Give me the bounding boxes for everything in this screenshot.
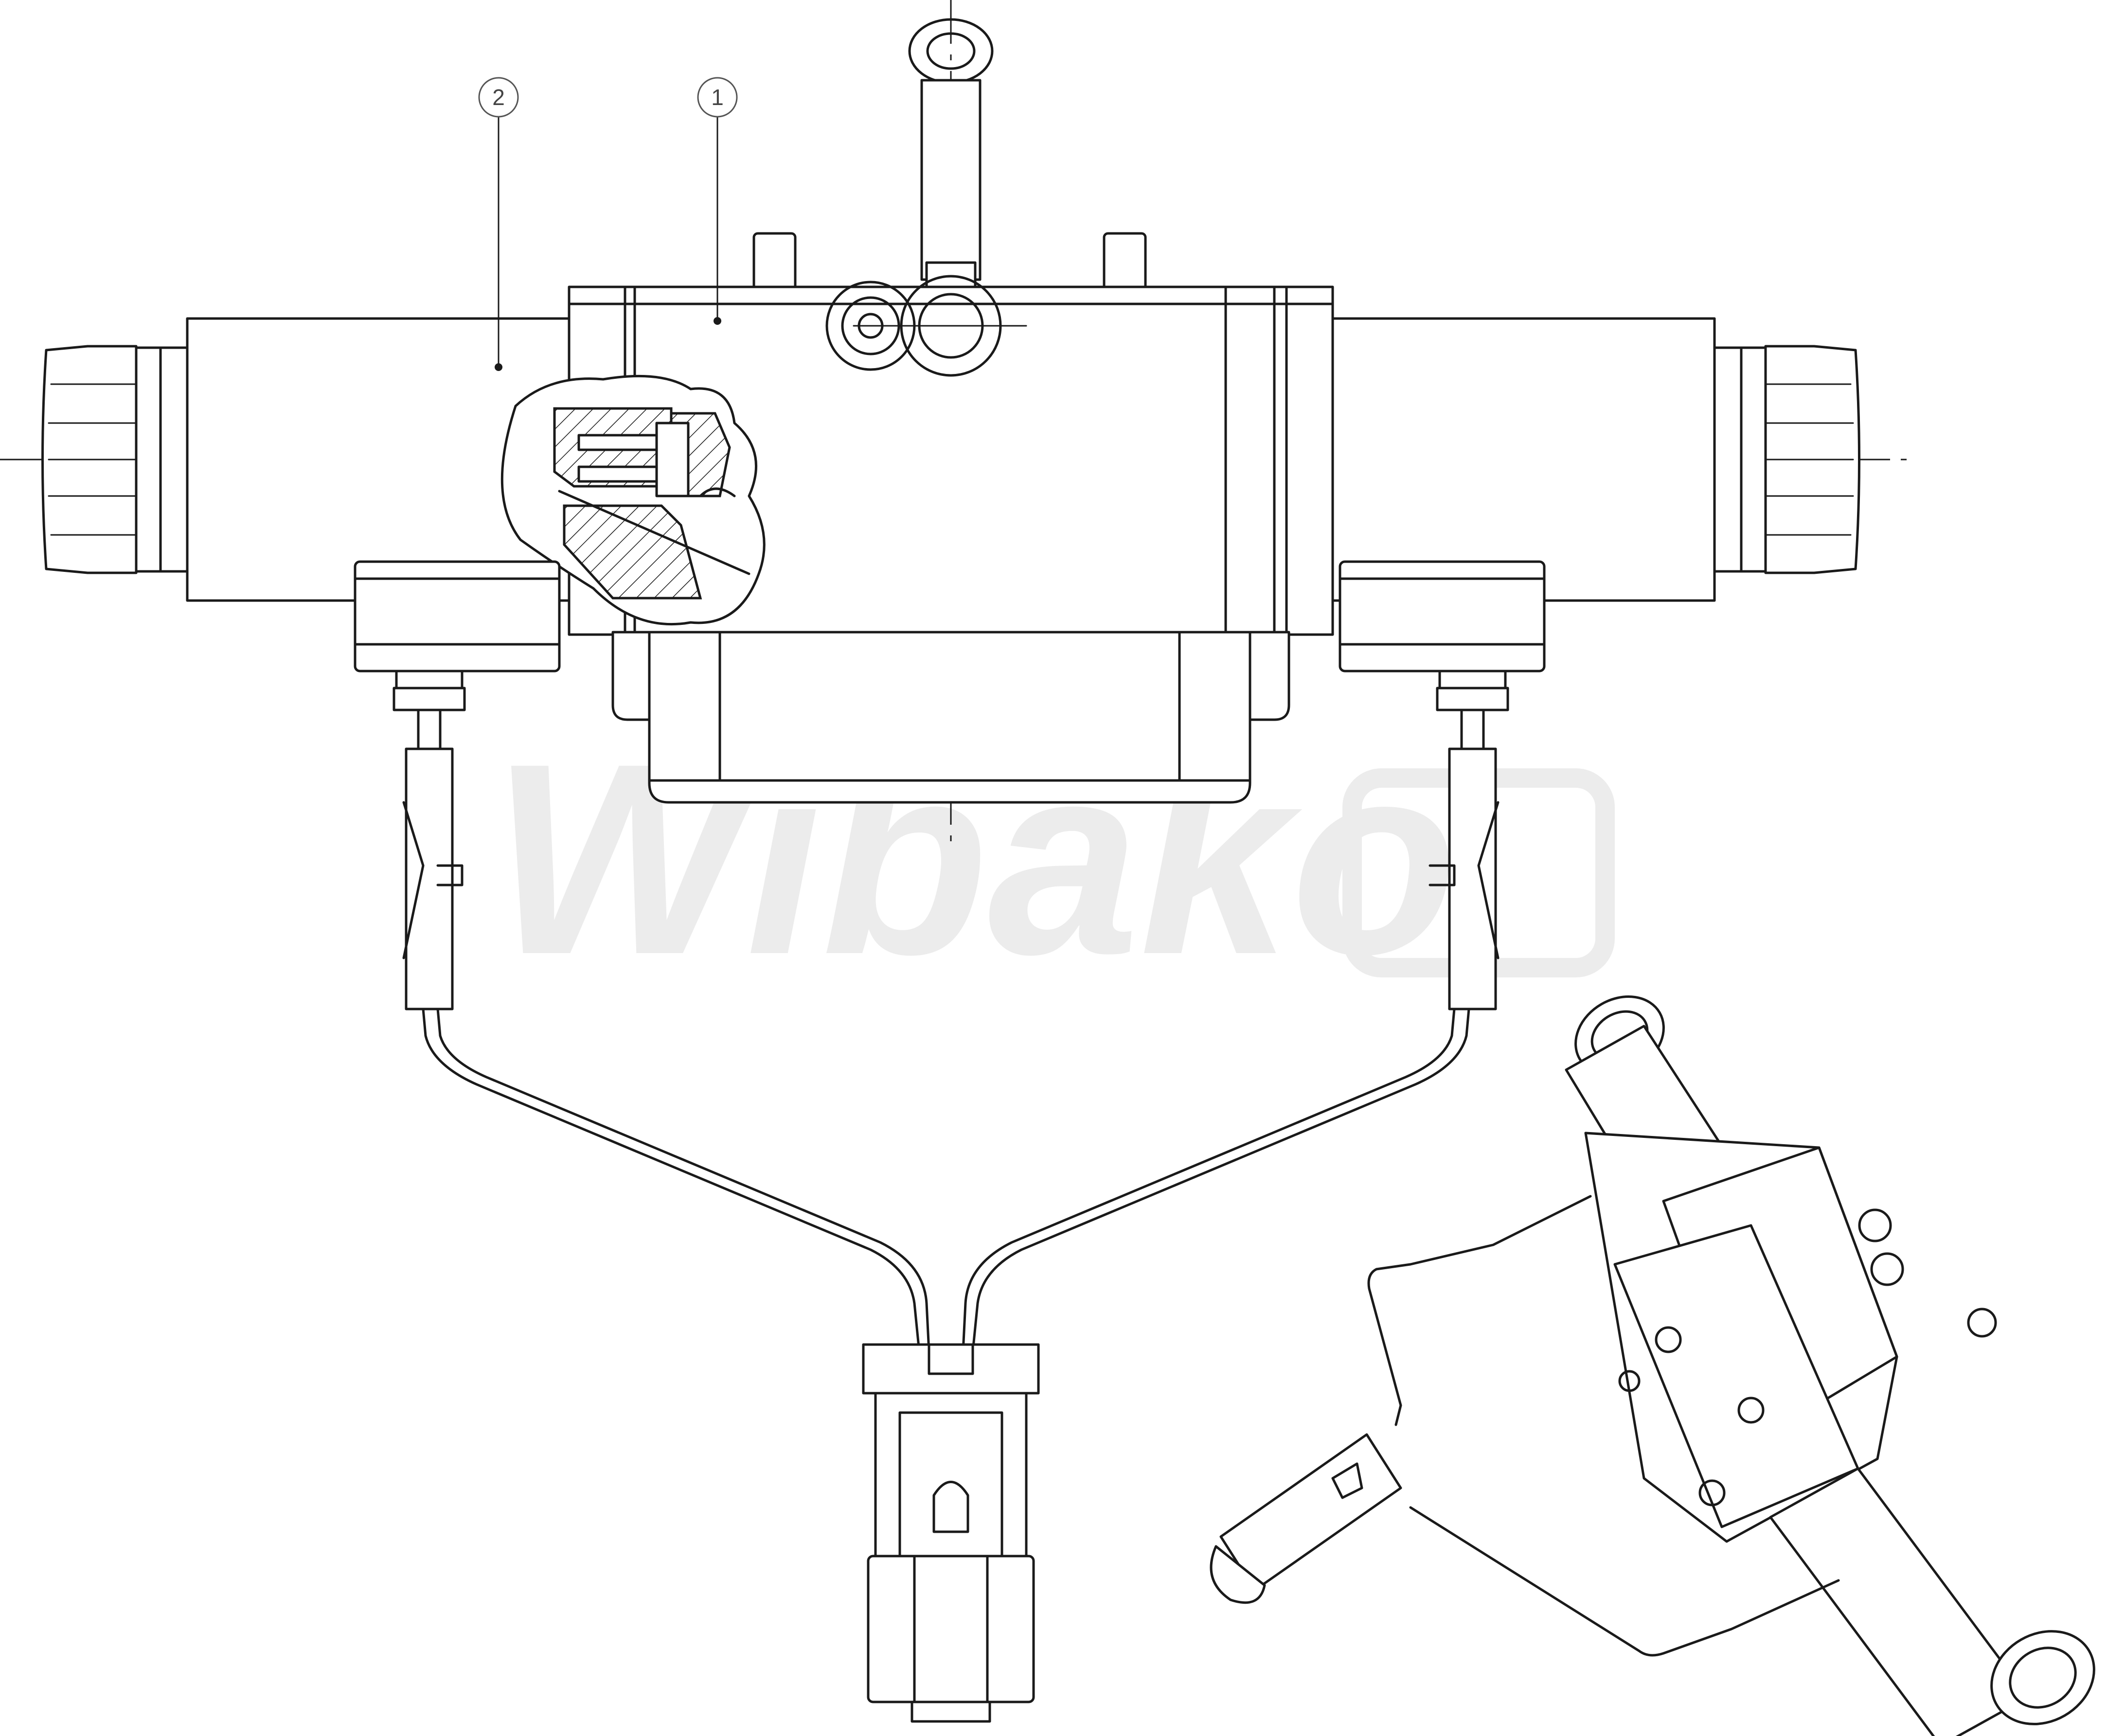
section-cutaway (495, 363, 766, 626)
valve-isometric-view (1210, 995, 2095, 1736)
callout-label-1: 1 (711, 85, 724, 110)
callout-part-2: 2 (478, 77, 519, 368)
solenoid-coil-right (1331, 317, 1860, 602)
top-pin-right (1103, 232, 1147, 291)
valve-front-view (41, 18, 1860, 804)
callout-part-1: 1 (697, 77, 738, 322)
wiring-harness (402, 709, 1500, 1723)
coil-connector-left (354, 560, 561, 711)
lifting-eye (908, 18, 994, 288)
manifold-plate (611, 631, 1290, 804)
harness-plug (862, 1343, 1040, 1723)
top-pin-left (752, 232, 797, 291)
solenoid-coil-left (41, 317, 578, 602)
iso-valve-body (1584, 1132, 1997, 1543)
coil-connector-right (1339, 560, 1546, 711)
iso-harness-plug (1210, 1433, 1402, 1604)
iso-solenoid-lower (1769, 1467, 2095, 1736)
callout-label-2: 2 (492, 85, 505, 110)
